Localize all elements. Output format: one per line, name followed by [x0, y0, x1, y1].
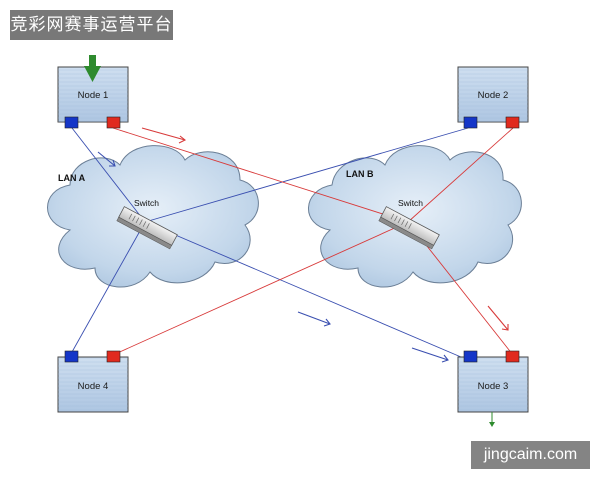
node-3-label: Node 3	[478, 381, 509, 392]
link-node4-switch-b	[112, 221, 409, 356]
node-1-port-lan-a	[64, 116, 79, 129]
lan-a-links	[71, 127, 469, 361]
lan-a-label: LAN A	[58, 173, 86, 183]
node-4: Node 4	[57, 350, 129, 413]
node-1-port-lan-b	[106, 116, 121, 129]
down-arrow-icon	[84, 55, 101, 82]
node-2-label: Node 2	[478, 90, 509, 101]
link-node4-switch-a	[71, 221, 146, 353]
node-4-port-lan-b	[106, 350, 121, 363]
node-4-port-lan-a	[64, 350, 79, 363]
switch-b	[378, 206, 440, 250]
node-2-port-lan-b	[505, 116, 520, 129]
node-2-port-lan-a	[463, 116, 478, 129]
node-2: Node 2	[457, 66, 529, 129]
node-3-port-lan-b	[505, 350, 520, 363]
link-node2-switch-a	[144, 127, 469, 223]
site-watermark: jingcaim.com	[471, 441, 590, 469]
lan-b-links	[112, 127, 514, 356]
lan-a-cloud	[47, 145, 259, 288]
node-3-port-lan-a	[463, 350, 478, 363]
switch-b-label: Switch	[398, 198, 423, 208]
node-3: Node 3	[457, 350, 529, 413]
node-4-label: Node 4	[78, 381, 109, 392]
link-node1-switch-b	[112, 127, 409, 223]
link-node1-switch-a	[71, 127, 146, 223]
traffic-arrows	[97, 127, 509, 363]
switch-a-label: Switch	[134, 198, 159, 208]
link-node3-switch-a	[144, 221, 469, 361]
site-banner: 竞彩网赛事运营平台	[10, 10, 173, 40]
switch-a	[116, 206, 178, 250]
link-node2-switch-b	[407, 127, 514, 223]
output-arrow-icon	[489, 412, 495, 427]
node-1-label: Node 1	[78, 90, 109, 101]
lan-b-label: LAN B	[346, 169, 374, 179]
